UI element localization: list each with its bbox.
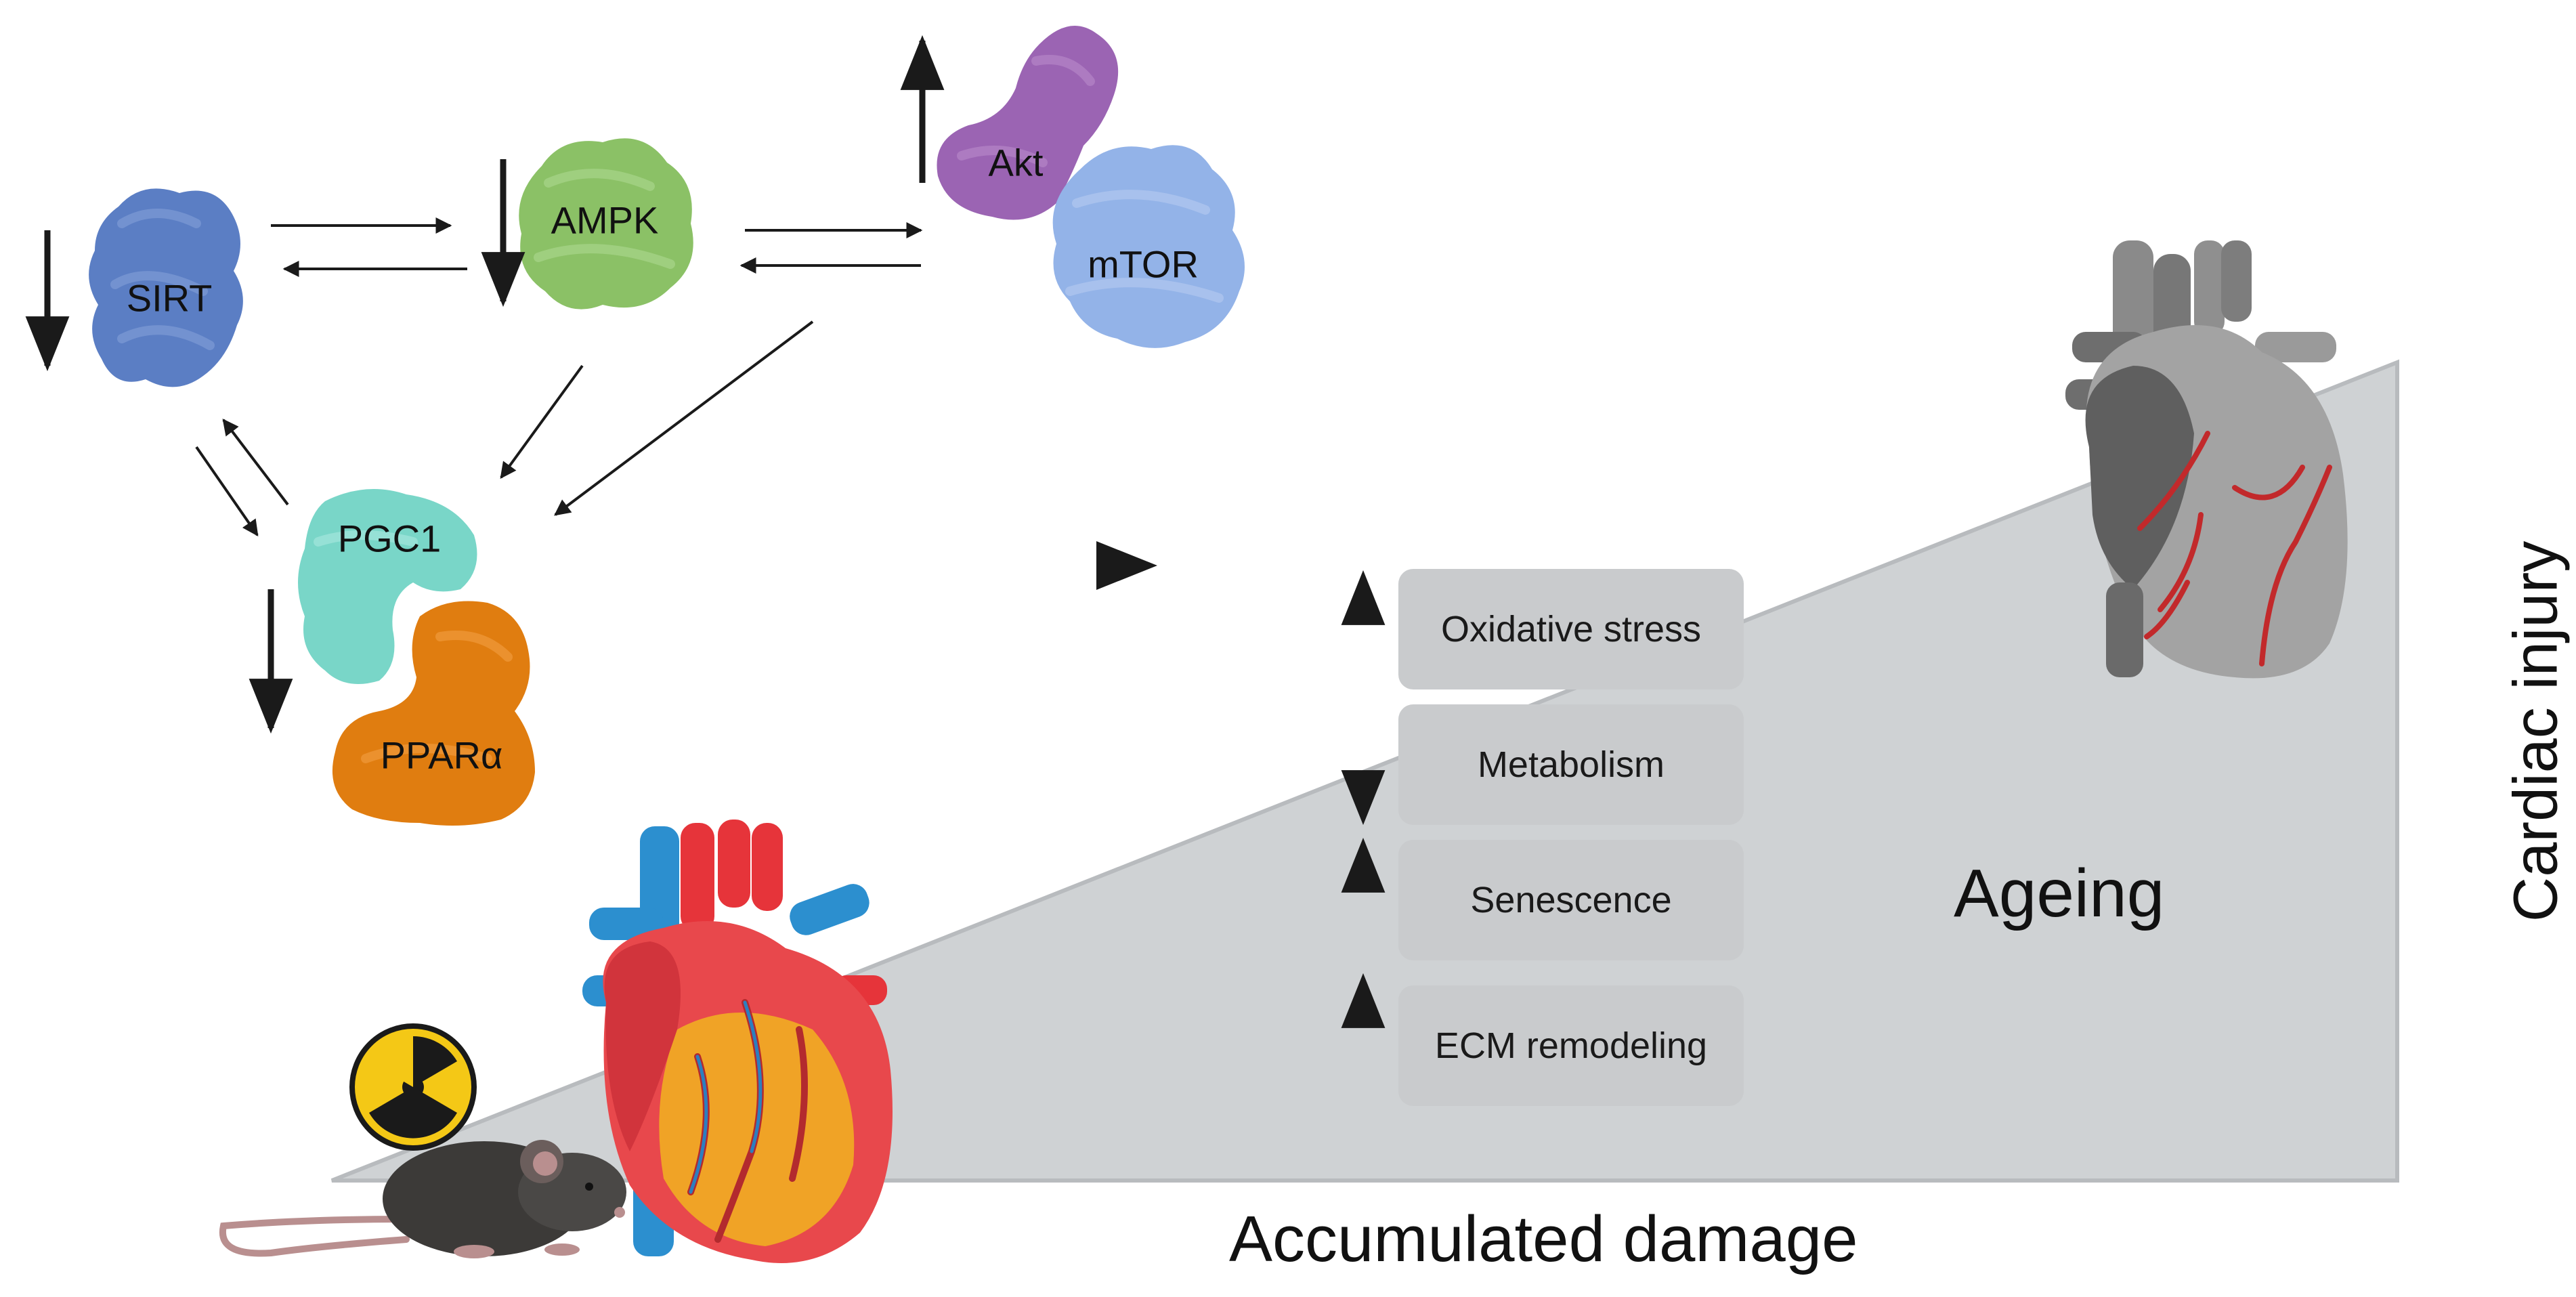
ampk-label: AMPK <box>551 198 659 242</box>
process-label: Senescence <box>1470 880 1672 920</box>
radiation-icon <box>349 1023 477 1151</box>
regulation-arrows <box>25 35 945 734</box>
pgc1-protein <box>298 489 477 684</box>
mtor-label: mTOR <box>1088 242 1199 286</box>
process-box-metabolism: Metabolism <box>1398 704 1744 825</box>
pgc1-label: PGC1 <box>337 517 442 560</box>
process-box-ecm-remodeling: ECM remodeling <box>1398 985 1744 1106</box>
mouse-icon <box>219 1140 626 1258</box>
ageing-label: Ageing <box>1954 855 2165 931</box>
ampk-protein <box>519 138 693 310</box>
process-label: Metabolism <box>1477 744 1665 785</box>
sirt-protein <box>89 188 243 387</box>
y-axis-label: Cardiac injury <box>2501 540 2571 922</box>
ppara-protein <box>332 601 535 826</box>
x-axis-label: Accumulated damage <box>1229 1203 1858 1275</box>
process-box-oxidative-stress: Oxidative stress <box>1398 569 1744 689</box>
process-box-senescence: Senescence <box>1398 840 1744 960</box>
ppara-label: PPARα <box>380 733 503 777</box>
akt-protein <box>937 26 1119 220</box>
heart-icon <box>582 820 893 1263</box>
mtor-protein <box>1052 145 1245 348</box>
process-label: ECM remodeling <box>1434 1025 1708 1066</box>
pathway-arrows <box>195 217 923 536</box>
akt-label: Akt <box>988 141 1044 184</box>
sirt-label: SIRT <box>126 276 213 320</box>
aged-heart-icon <box>2065 240 2348 679</box>
process-label: Oxidative stress <box>1440 609 1702 650</box>
